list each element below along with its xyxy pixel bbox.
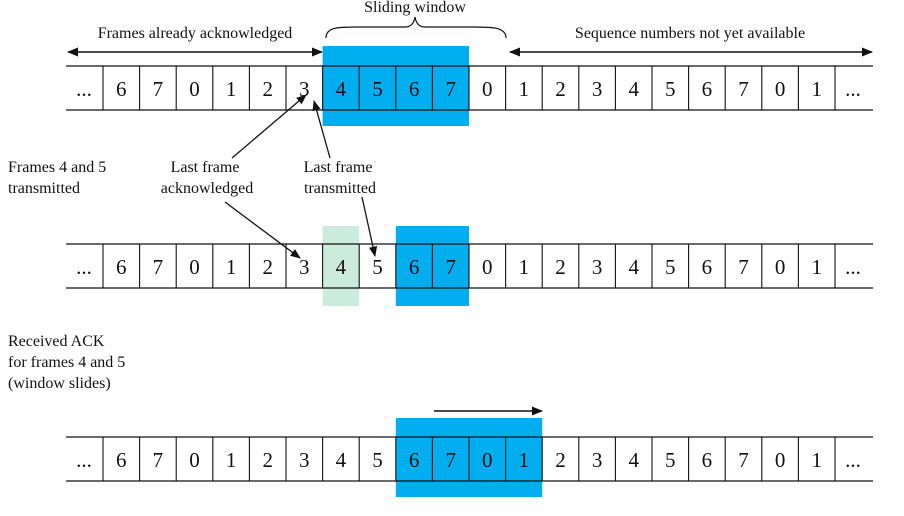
sequence-number: 1	[519, 255, 530, 279]
sequence-number: 7	[153, 448, 164, 472]
sequence-number: 5	[372, 448, 383, 472]
sequence-number: 7	[153, 255, 164, 279]
sequence-number: 6	[116, 448, 127, 472]
sequence-number: 2	[262, 448, 273, 472]
sequence-number: 4	[336, 448, 347, 472]
sequence-number: 1	[519, 448, 530, 472]
last-tx-label: Last frame transmitted	[304, 159, 377, 197]
ellipsis-left: ...	[76, 77, 92, 101]
sequence-number: 5	[665, 255, 676, 279]
sequence-number: 6	[702, 77, 713, 101]
sequence-number: 0	[775, 255, 786, 279]
sequence-number: 5	[665, 77, 676, 101]
sequence-number: 1	[226, 448, 237, 472]
sliding-window-label: Sliding window	[364, 0, 466, 16]
ellipsis-right: ...	[845, 255, 861, 279]
not-yet-available-label: Sequence numbers not yet available	[575, 25, 805, 42]
sequence-number: 0	[775, 448, 786, 472]
sequence-number: 7	[738, 255, 749, 279]
sequence-number: 7	[738, 448, 749, 472]
sequence-number: 6	[702, 448, 713, 472]
sequence-number: 0	[482, 255, 493, 279]
sequence-number: 3	[299, 255, 310, 279]
last-ack-arrow-down	[224, 201, 301, 259]
ellipsis-right: ...	[845, 448, 861, 472]
sequence-number: 2	[262, 77, 273, 101]
sequence-number: 0	[189, 448, 200, 472]
sequence-number: 4	[628, 255, 639, 279]
sequence-number: 1	[226, 77, 237, 101]
sequence-row-after-ack: ...... 6 7 0 1 2 3 4 5 6 7 0 1 2 3 4 5 6 7 0 1	[66, 436, 873, 482]
sequence-number: 7	[445, 448, 456, 472]
sequence-number: 5	[372, 77, 383, 101]
sequence-number: 0	[482, 77, 493, 101]
sequence-number: 1	[811, 255, 822, 279]
sequence-number: 6	[116, 77, 127, 101]
sequence-number: 1	[811, 448, 822, 472]
sequence-number: 5	[665, 448, 676, 472]
sequence-number: 3	[592, 255, 603, 279]
sequence-row-after-transmit: ...... 6 7 0 1 2 3 4 5 6 7 0 1 2 3 4 5 6 7 0 1	[66, 243, 873, 289]
frames-transmitted-label: Frames 4 and 5 transmitted	[8, 159, 110, 197]
sequence-number: 0	[189, 77, 200, 101]
sequence-number: 1	[226, 255, 237, 279]
ellipsis-left: ...	[76, 255, 92, 279]
sequence-number: 5	[372, 255, 383, 279]
sequence-number: 2	[555, 77, 566, 101]
sequence-row-initial: ...... 6 7 0 1 2 3 4 5 6 7 0 1 2 3 4 5 6 7 0 1	[66, 65, 873, 111]
received-ack-label: Received ACK for frames 4 and 5 (window …	[8, 333, 129, 392]
sequence-number: 0	[775, 77, 786, 101]
sequence-number: 0	[482, 448, 493, 472]
sequence-number: 4	[628, 77, 639, 101]
window-boxes	[322, 46, 543, 497]
transmitted-box-after-transmit	[322, 226, 360, 306]
sequence-number: 6	[116, 255, 127, 279]
ellipsis-right: ...	[845, 77, 861, 101]
ellipsis-left: ...	[76, 448, 92, 472]
sequence-number: 7	[738, 77, 749, 101]
sequence-number: 6	[409, 448, 420, 472]
sequence-number: 3	[299, 77, 310, 101]
sequence-rows: ...... 6 7 0 1 2 3 4 5 6 7 0 1 2 3 4 5 6 7 0 1...... 6 7 0 1 2 3 4 5…	[66, 65, 873, 482]
sequence-number: 4	[336, 255, 347, 279]
window-brace	[325, 16, 507, 39]
sequence-number: 3	[592, 77, 603, 101]
sequence-number: 1	[519, 77, 530, 101]
sequence-number: 0	[189, 255, 200, 279]
last-ack-label: Last frame acknowledged	[161, 159, 253, 197]
last-tx-arrow-down	[361, 196, 378, 258]
sequence-number: 3	[592, 448, 603, 472]
sequence-number: 7	[153, 77, 164, 101]
sequence-number: 4	[628, 448, 639, 472]
frames-acknowledged-label: Frames already acknowledged	[98, 25, 293, 42]
sequence-number: 3	[299, 448, 310, 472]
sequence-number: 1	[811, 77, 822, 101]
sequence-number: 6	[702, 255, 713, 279]
sequence-number: 7	[445, 77, 456, 101]
sequence-number: 2	[555, 448, 566, 472]
last-ack-arrow-up	[231, 94, 307, 159]
sequence-number: 7	[445, 255, 456, 279]
last-tx-arrow-up	[312, 99, 331, 159]
sequence-number: 6	[409, 255, 420, 279]
sequence-number: 2	[262, 255, 273, 279]
sequence-number: 2	[555, 255, 566, 279]
sequence-number: 4	[336, 77, 347, 101]
sequence-number: 6	[409, 77, 420, 101]
